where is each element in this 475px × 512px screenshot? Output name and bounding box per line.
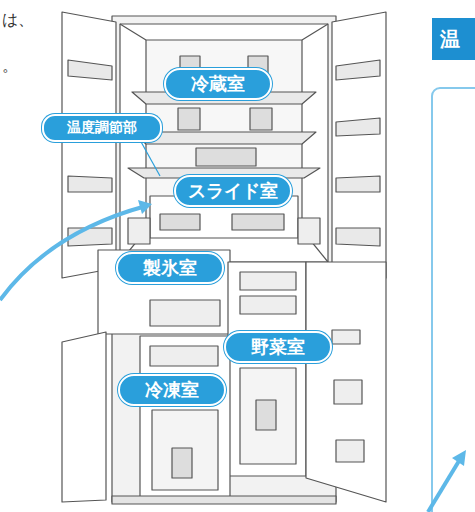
- room-label: 野菜室: [224, 331, 332, 363]
- node-text: スライド室: [188, 181, 278, 201]
- body-text: は、: [2, 10, 34, 31]
- fridge-interior: [120, 24, 328, 262]
- freezer-door: [62, 332, 106, 502]
- room-label: 冷蔵室: [164, 68, 272, 100]
- arrow-head: [452, 450, 466, 466]
- room-label: スライド室: [174, 175, 292, 207]
- right-door: [332, 12, 386, 278]
- node-text: 製氷室: [143, 258, 197, 278]
- room-label: 製氷室: [116, 252, 224, 284]
- arrow-head: [138, 200, 152, 214]
- node-text: 温度調節部: [67, 120, 137, 135]
- part-label: 温度調節部: [42, 114, 162, 142]
- node-text: 温: [440, 28, 460, 50]
- node-text: 野菜室: [251, 337, 305, 357]
- room-label: 冷凍室: [118, 374, 226, 406]
- pointer-arrow: [428, 456, 462, 512]
- node-text: 冷凍室: [145, 380, 199, 400]
- vegetable-door: [306, 262, 386, 502]
- info-panel: [432, 88, 475, 512]
- node-text: 冷蔵室: [191, 74, 245, 94]
- ice-drawer: [98, 250, 230, 334]
- freezer-drawer: [140, 336, 230, 500]
- leader-line: [140, 140, 160, 176]
- body-text: 。: [2, 56, 18, 77]
- section-header: 温: [432, 18, 475, 60]
- vegetable-room: [228, 262, 306, 476]
